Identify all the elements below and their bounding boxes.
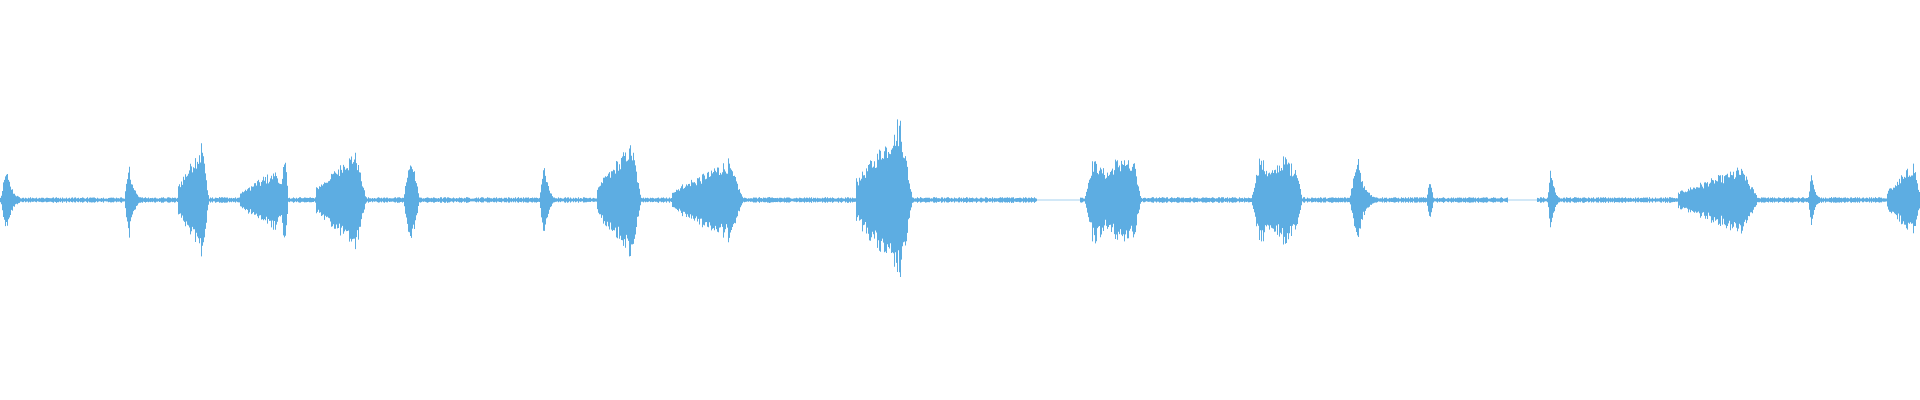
waveform-bars	[0, 119, 1920, 277]
